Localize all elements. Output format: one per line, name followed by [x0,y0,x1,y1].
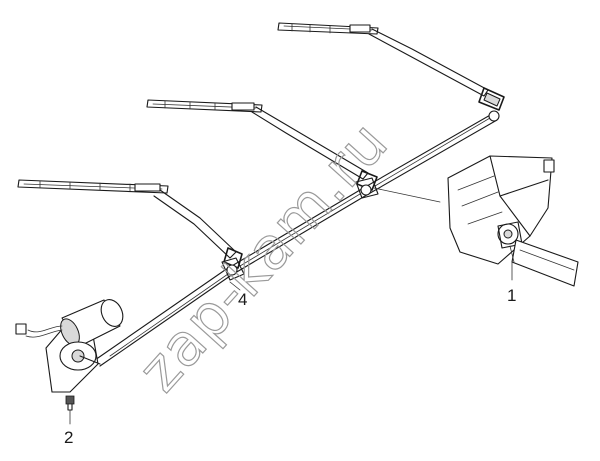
wiper-arm-middle [251,106,378,191]
wiper-arm-top [368,28,505,111]
wiper-arm-left [153,189,243,269]
wiper-blade-middle [146,99,263,113]
callout-label-4: 4 [238,290,247,309]
callout-part-4: 4 [229,281,247,309]
wiper-motor [15,299,124,411]
wiper-blade-left [17,179,169,194]
wiper-blade-top [277,22,379,35]
callout-label-1: 1 [507,286,516,305]
callout-part-2: 2 [64,409,73,447]
callout-label-2: 2 [64,428,73,447]
callout-part-1: 1 [507,261,516,305]
linkage-rod [94,110,500,367]
watermark-text: zap-kam.ru [125,108,401,404]
mounting-detail-inset [373,155,579,287]
